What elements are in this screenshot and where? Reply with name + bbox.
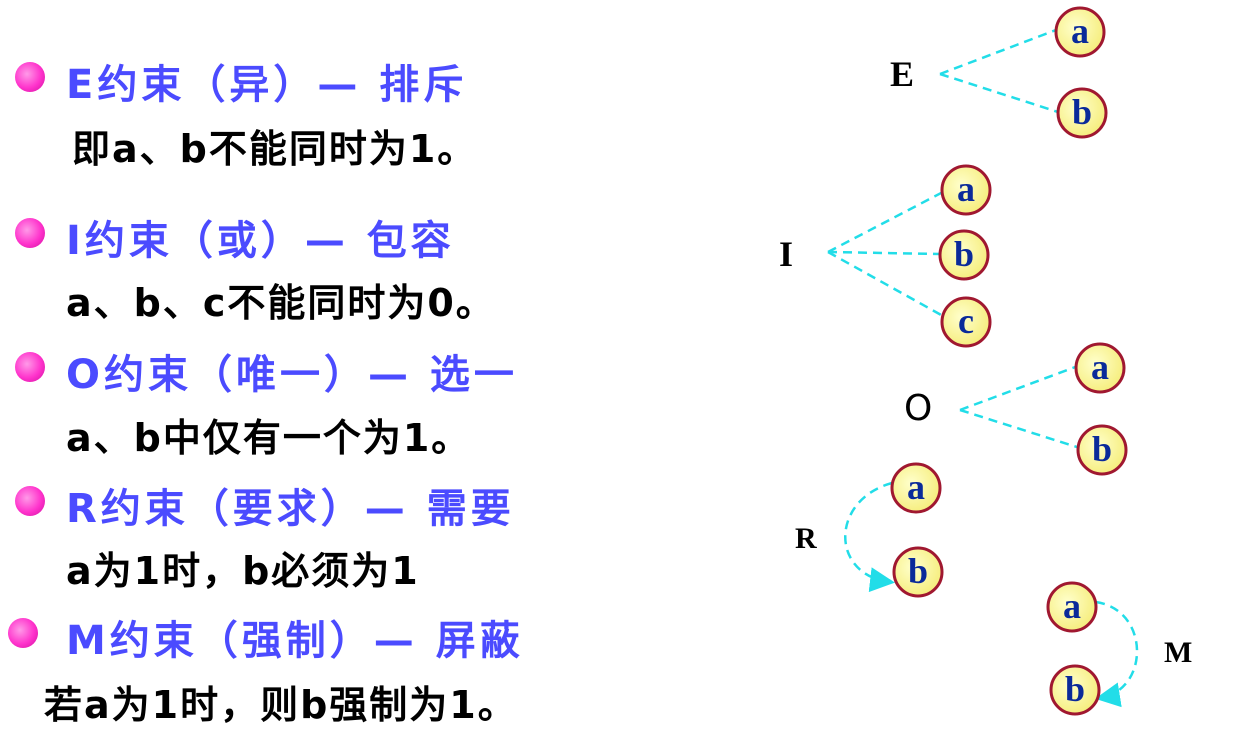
node-label: b bbox=[908, 551, 928, 591]
bullet-icon bbox=[15, 486, 45, 516]
desc-m: 若a为1时，则b强制为1。 bbox=[44, 683, 518, 727]
heading-m: M约束（强制）— 屏蔽 bbox=[66, 618, 524, 664]
node-label: b bbox=[1092, 429, 1112, 469]
node-label: a bbox=[1071, 11, 1089, 51]
bullet-icon bbox=[15, 352, 45, 382]
node-circle bbox=[1046, 581, 1098, 633]
node-r-b: b bbox=[892, 546, 944, 598]
node-i-b: b bbox=[938, 229, 990, 281]
node-i-c: c bbox=[940, 296, 992, 348]
node-circle bbox=[940, 164, 992, 216]
node-o-a: a bbox=[1074, 342, 1126, 394]
node-circle bbox=[1049, 664, 1101, 716]
node-label: b bbox=[954, 234, 974, 274]
node-m-a: a bbox=[1046, 581, 1098, 633]
node-m-b: b bbox=[1049, 664, 1101, 716]
node-circle bbox=[1074, 342, 1126, 394]
bullet-icon bbox=[15, 218, 45, 248]
node-label: a bbox=[1063, 586, 1081, 626]
node-i-a: a bbox=[940, 164, 992, 216]
node-label: c bbox=[958, 301, 974, 341]
label-i: I bbox=[779, 234, 793, 274]
node-circle bbox=[892, 546, 944, 598]
label-r: R bbox=[795, 522, 817, 555]
node-circle bbox=[890, 462, 942, 514]
node-circle bbox=[1076, 424, 1128, 476]
desc-i: a、b、c不能同时为0。 bbox=[66, 281, 496, 325]
node-circle bbox=[1056, 87, 1108, 139]
connector-lines bbox=[827, 28, 1139, 708]
node-label: b bbox=[1065, 669, 1085, 709]
node-e-a: a bbox=[1054, 6, 1106, 58]
heading-r: R约束（要求）— 需要 bbox=[66, 486, 515, 532]
node-o-b: b bbox=[1076, 424, 1128, 476]
label-o: O bbox=[904, 388, 932, 429]
node-circle bbox=[940, 296, 992, 348]
label-m: M bbox=[1164, 636, 1192, 669]
heading-o: O约束（唯一）— 选一 bbox=[66, 352, 518, 398]
desc-e: 即a、b不能同时为1。 bbox=[72, 127, 478, 171]
desc-o: a、b中仅有一个为1。 bbox=[66, 416, 472, 460]
node-label: a bbox=[1091, 347, 1109, 387]
label-e: E bbox=[890, 54, 914, 94]
node-label: a bbox=[957, 169, 975, 209]
bullet-icon bbox=[15, 62, 45, 92]
node-label: b bbox=[1072, 92, 1092, 132]
node-r-a: a bbox=[890, 462, 942, 514]
node-circle bbox=[938, 229, 990, 281]
heading-e: E约束（异）— 排斥 bbox=[66, 62, 468, 108]
node-circle bbox=[1054, 6, 1106, 58]
bullet-icon bbox=[8, 618, 38, 648]
desc-r: a为1时，b必须为1 bbox=[66, 549, 420, 593]
heading-i: I约束（或）— 包容 bbox=[66, 218, 455, 264]
node-label: a bbox=[907, 467, 925, 507]
node-e-b: b bbox=[1056, 87, 1108, 139]
